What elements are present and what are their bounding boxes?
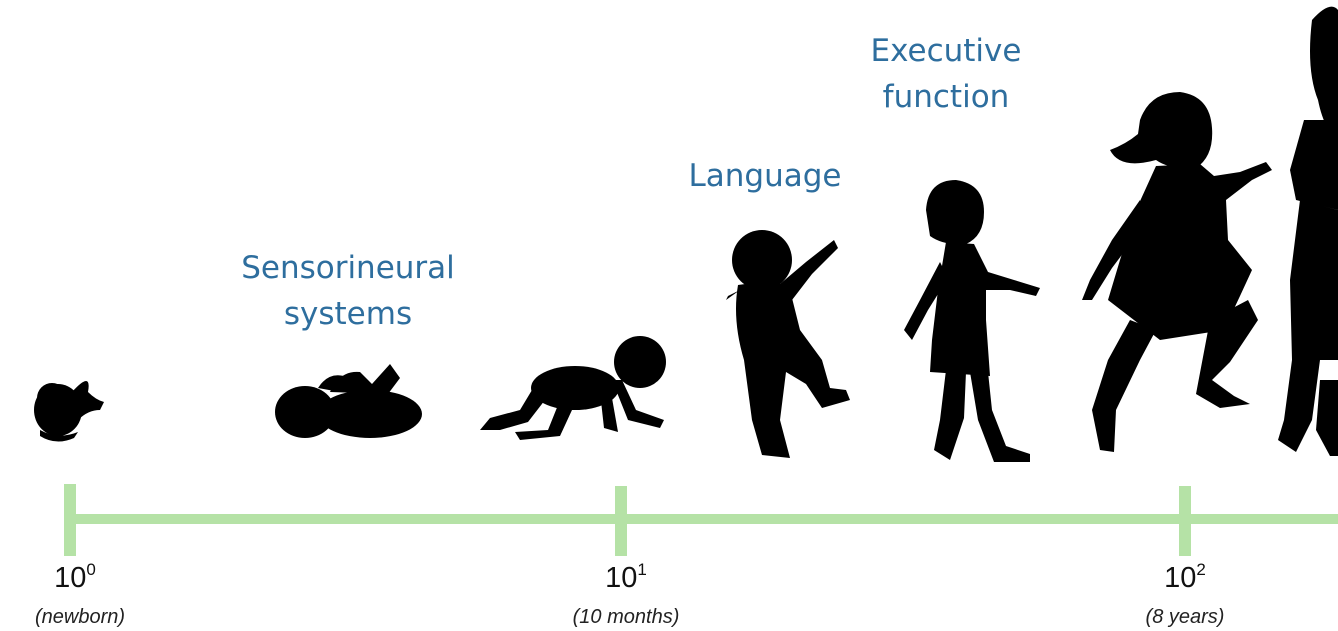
milestone-executive-line1: Executive	[870, 33, 1022, 69]
tick-exp-1: 0	[86, 560, 96, 579]
running-girl-icon	[1082, 92, 1272, 452]
milestone-executive-line2: function	[882, 79, 1010, 115]
tick-label-3: 102	[1150, 560, 1220, 595]
milestone-sensorineural-line1: Sensorineural	[241, 250, 455, 286]
milestone-sensorineural: Sensorineural systems	[230, 245, 466, 337]
crawling-baby-icon	[480, 336, 666, 440]
young-girl-icon	[904, 180, 1040, 462]
milestone-language-line1: Language	[688, 158, 842, 194]
tick-note-1: (newborn)	[34, 606, 126, 628]
tick-base-3: 10	[1164, 562, 1197, 594]
toddler-icon	[726, 230, 850, 458]
milestone-sensorineural-line2: systems	[283, 296, 413, 332]
tick-base-1: 10	[54, 562, 87, 594]
tick-label-2: 101	[591, 560, 661, 595]
tick-label-1: 100	[40, 560, 110, 595]
newborn-icon	[275, 364, 422, 438]
milestone-executive-function: Executive function	[860, 28, 1032, 120]
tick-note-3: (8 years)	[1145, 606, 1225, 628]
milestone-language: Language	[680, 153, 850, 199]
tick-note-2: (10 months)	[572, 606, 680, 628]
fetus-icon	[34, 381, 104, 442]
tick-base-2: 10	[605, 562, 638, 594]
tick-exp-2: 1	[637, 560, 647, 579]
woman-icon	[1278, 6, 1338, 456]
tick-exp-3: 2	[1196, 560, 1206, 579]
